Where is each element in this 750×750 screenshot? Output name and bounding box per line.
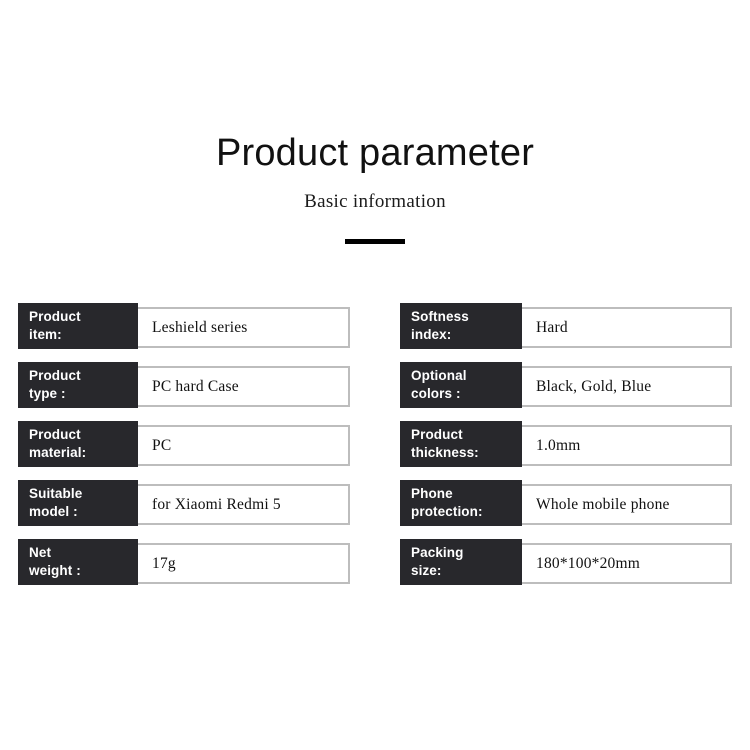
spec-label: Packing size:: [400, 539, 522, 585]
spec-row: Product item: Leshield series: [18, 303, 350, 349]
spec-column-right: Softness index: Hard Optional colors : B…: [400, 303, 732, 598]
spec-label: Suitable model :: [18, 480, 138, 526]
spec-column-left: Product item: Leshield series Product ty…: [18, 303, 350, 598]
spec-row: Packing size: 180*100*20mm: [400, 539, 732, 585]
spec-row: Net weight : 17g: [18, 539, 350, 585]
page-subtitle: Basic information: [304, 191, 446, 212]
spec-label: Optional colors :: [400, 362, 522, 408]
spec-value: 17g: [136, 543, 350, 584]
spec-row: Softness index: Hard: [400, 303, 732, 349]
spec-label: Net weight :: [18, 539, 138, 585]
page-header: Product parameter Basic information: [0, 130, 750, 249]
spec-value: Whole mobile phone: [520, 484, 732, 525]
spec-label: Product type :: [18, 362, 138, 408]
spec-label: Softness index:: [400, 303, 522, 349]
spec-value: 1.0mm: [520, 425, 732, 466]
accent-bar-divider: [345, 239, 405, 244]
spec-label: Phone protection:: [400, 480, 522, 526]
spec-label: Product thickness:: [400, 421, 522, 467]
spec-value: Black, Gold, Blue: [520, 366, 732, 407]
page-title: Product parameter: [215, 132, 535, 174]
spec-row: Product type : PC hard Case: [18, 362, 350, 408]
spec-value: 180*100*20mm: [520, 543, 732, 584]
spec-value: Leshield series: [136, 307, 350, 348]
spec-label: Product item:: [18, 303, 138, 349]
spec-label: Product material:: [18, 421, 138, 467]
spec-row: Phone protection: Whole mobile phone: [400, 480, 732, 526]
spec-value: PC: [136, 425, 350, 466]
spec-value: for Xiaomi Redmi 5: [136, 484, 350, 525]
spec-row: Product material: PC: [18, 421, 350, 467]
spec-row: Product thickness: 1.0mm: [400, 421, 732, 467]
spec-value: Hard: [520, 307, 732, 348]
accent-bar-container: [0, 214, 750, 249]
spec-row: Optional colors : Black, Gold, Blue: [400, 362, 732, 408]
spec-row: Suitable model : for Xiaomi Redmi 5: [18, 480, 350, 526]
spec-value: PC hard Case: [136, 366, 350, 407]
